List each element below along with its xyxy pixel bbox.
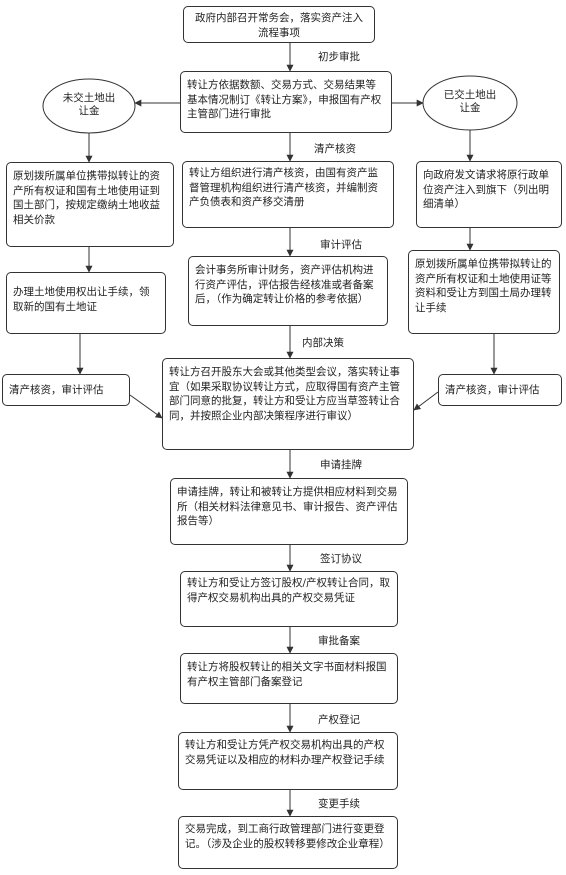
node-right-request-injection: 向政府发文请求将原行政单位资产注入到旗下（列出明细清单） <box>416 161 562 228</box>
node-change-registration: 交易完成，到工商行政管理部门进行变更登记。（涉及企业的股权转移要修改企业章程） <box>178 816 398 869</box>
arrow-r3-n5 <box>413 391 439 411</box>
node-apply-listing: 申请挂牌，转让和被转让方提供相应材料到交易所（相关材料法律意见书、审计报告、资产… <box>170 478 408 545</box>
edge-label-preliminary-approval: 初步审批 <box>318 51 360 63</box>
edge-label-property-registration: 产权登记 <box>318 714 360 726</box>
edge-label-asset-verification: 清产核资 <box>314 143 356 155</box>
right-ellipse-label: 已交土地出让金 <box>443 89 497 114</box>
edge-label-sign-agreement: 签订协议 <box>320 553 362 565</box>
node-right-verify-audit: 清产核资，审计评估 <box>438 374 562 406</box>
node-standing-meeting: 政府内部召开常务会，落实资产注入流程事项 <box>183 6 375 43</box>
node-left-verify-audit: 清产核资，审计评估 <box>2 374 130 406</box>
node-left-land-certificate: 办理土地使用权出让手续，领取新的国有土地证 <box>6 272 166 334</box>
node-left-land-payment: 原划拨所属单位携带拟转让的资产所有权证和国有土地使用证到国土部门，按规定缴纳土地… <box>6 162 174 247</box>
node-asset-verification: 转让方组织进行清产核资，由国有资产监督管理机构组织进行清产核资，并编制资产负债表… <box>182 161 394 228</box>
right-ellipse-shape <box>422 75 518 131</box>
node-sign-contract: 转让方和受让方签订股权/产权转让合同，取得产权交易机构出具的产权交易凭证 <box>180 571 398 627</box>
edge-label-change-procedures: 变更手续 <box>318 798 360 810</box>
left-ellipse-label: 未交土地出让金 <box>62 92 116 117</box>
node-internal-decision: 转让方召开股东大会或其他类型会议，落实转让事宜（如果采取协议转让方式，应取得国有… <box>162 358 414 450</box>
arrow-l3-n5 <box>129 394 163 419</box>
edge-label-approval-filing: 审批备案 <box>318 635 360 647</box>
edge-label-audit-appraisal: 审计评估 <box>320 239 362 251</box>
node-property-registration: 转让方和受让方凭产权交易机构出具的产权交易凭证以及相应的材料办理产权登记手续 <box>178 732 398 790</box>
node-audit-appraisal: 会计事务所审计财务，资产评估机构进行资产评估，评估报告经核准或者备案后，（作为确… <box>188 256 388 326</box>
node-transfer-plan: 转让方依据数额、交易方式、交易结果等基本情况制订《转让方案》，申报国有产权主管部… <box>180 71 392 133</box>
edge-label-apply-listing: 申请挂牌 <box>320 459 362 471</box>
node-right-land-transfer: 原划拨所属单位携带拟转让的资产所有权证和土地使用证等资料和受让方到国土局办理转让… <box>408 250 560 334</box>
edge-label-internal-decision: 内部决策 <box>302 337 344 349</box>
left-ellipse-shape <box>42 78 136 134</box>
node-filing-registration: 转让方将股权转让的相关文字书面材料报国有产权主管部门备案登记 <box>180 653 398 704</box>
